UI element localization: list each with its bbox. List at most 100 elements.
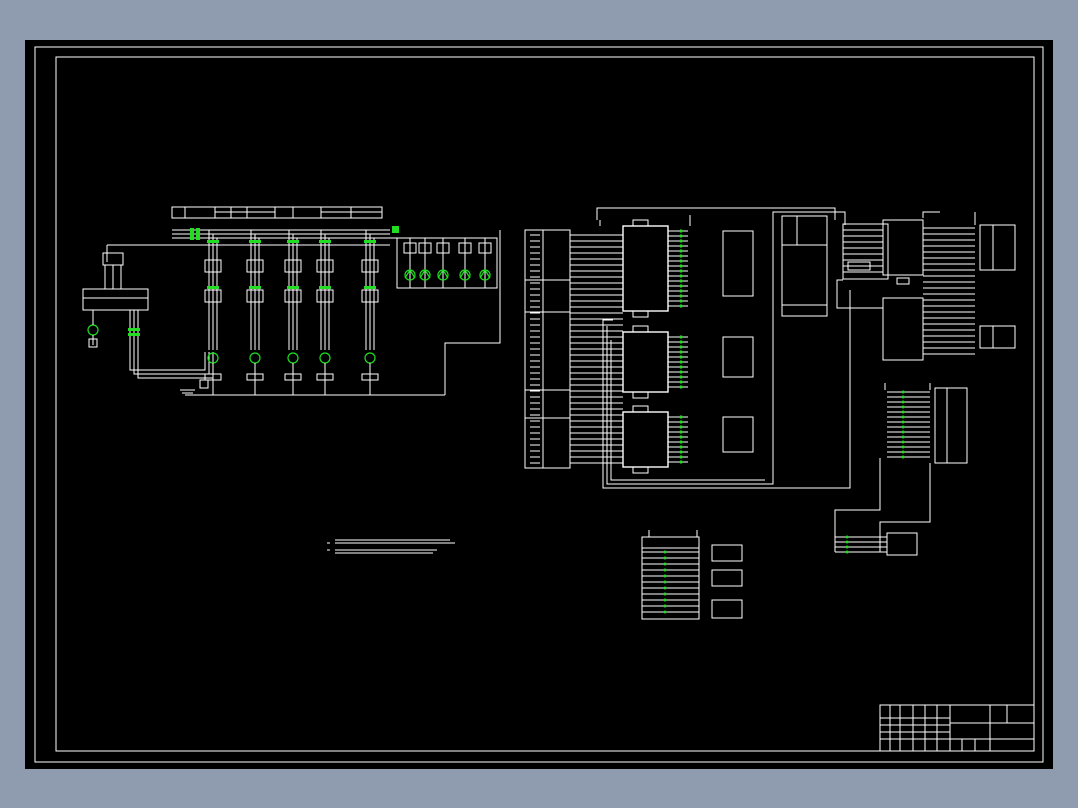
breaker-contact (287, 240, 299, 243)
plc-control-circuit (524, 207, 1016, 620)
motor-label-box (361, 373, 379, 381)
terminal-point (679, 360, 683, 364)
plc-connector (632, 219, 649, 227)
aux-label-box (436, 242, 450, 254)
aux-motor-symbol (437, 268, 449, 279)
relay-box (284, 289, 302, 303)
terminal-point (663, 598, 667, 602)
relay-contact (319, 286, 331, 289)
aux-motor-symbol (459, 268, 471, 279)
terminal-point (663, 574, 667, 578)
relay-contact (249, 286, 261, 289)
drawing-sheet (25, 40, 1053, 769)
terminal-point (679, 254, 683, 258)
plc-module (622, 225, 669, 312)
terminal-point (679, 455, 683, 459)
aux-motor-symbol (479, 268, 491, 279)
terminal-point (901, 450, 905, 454)
terminal-point (679, 304, 683, 308)
terminal-point (901, 430, 905, 434)
terminal-point (679, 259, 683, 263)
terminal-point (679, 294, 683, 298)
relay-box (316, 289, 334, 303)
terminal-point (901, 410, 905, 414)
output-label-box (722, 230, 754, 297)
output-label-box (722, 416, 754, 453)
terminal-point (901, 435, 905, 439)
motor-branches (204, 230, 379, 395)
relay-box (204, 289, 222, 303)
terminal-point (679, 460, 683, 464)
terminal-point (663, 562, 667, 566)
terminal-point (663, 586, 667, 590)
terminal-point (679, 269, 683, 273)
ground-line (180, 230, 501, 396)
terminal-point (901, 440, 905, 444)
aux-motor-symbol (419, 268, 431, 279)
terminal-point (679, 365, 683, 369)
terminal-point (679, 415, 683, 419)
terminal-point (663, 568, 667, 572)
lower-io-group (834, 383, 968, 556)
plc-connector (632, 325, 649, 333)
relay-contact (287, 286, 299, 289)
power-bus (106, 228, 390, 262)
terminal-point (663, 610, 667, 614)
terminal-point (679, 350, 683, 354)
terminal-point (679, 264, 683, 268)
plc-connector (632, 391, 649, 399)
terminal-point (679, 420, 683, 424)
terminal-point (663, 550, 667, 554)
terminal-point (679, 435, 683, 439)
breaker-contact (249, 240, 261, 243)
terminal-point (845, 540, 849, 544)
terminal-point (679, 355, 683, 359)
relay-contact (207, 286, 219, 289)
bottom-io-group (641, 530, 743, 620)
aux-label-box (403, 242, 417, 254)
terminal-point (663, 592, 667, 596)
aux-label-box (418, 242, 432, 254)
terminal-point (679, 335, 683, 339)
terminal-point (679, 234, 683, 238)
aux-label-box (458, 242, 472, 254)
terminal-point (679, 340, 683, 344)
contactor-box (284, 259, 302, 273)
terminal-point (679, 440, 683, 444)
contactor-box (316, 259, 334, 273)
terminal-point (679, 229, 683, 233)
plc-modules (622, 219, 754, 474)
electrical-schematic (34, 46, 1044, 763)
terminal-point (845, 550, 849, 554)
plc-connector (632, 405, 649, 413)
plc-connector (632, 466, 649, 474)
terminal-point (679, 274, 683, 278)
plc-module (622, 331, 669, 393)
terminal-point (901, 390, 905, 394)
terminal-point (679, 239, 683, 243)
terminal-point (845, 535, 849, 539)
terminal-point (679, 385, 683, 389)
wiring-harness (596, 207, 851, 489)
motor-label-box (284, 373, 302, 381)
terminal-point (679, 450, 683, 454)
terminal-point (679, 380, 683, 384)
plc-connector (632, 310, 649, 318)
terminal-point (679, 430, 683, 434)
terminal-point (901, 445, 905, 449)
terminal-point (663, 604, 667, 608)
motor-icon (319, 352, 331, 364)
terminal-point (679, 445, 683, 449)
motor-icon (364, 352, 376, 364)
notes-block (327, 539, 455, 554)
terminal-point (901, 415, 905, 419)
terminal-point (679, 345, 683, 349)
terminal-point (679, 289, 683, 293)
auxiliary-motor-group (390, 226, 498, 289)
breaker-contact (207, 240, 219, 243)
inverter-block (82, 252, 214, 379)
terminal-point (901, 425, 905, 429)
terminal-point (679, 244, 683, 248)
terminal-point (679, 249, 683, 253)
contactor-box (204, 259, 222, 273)
